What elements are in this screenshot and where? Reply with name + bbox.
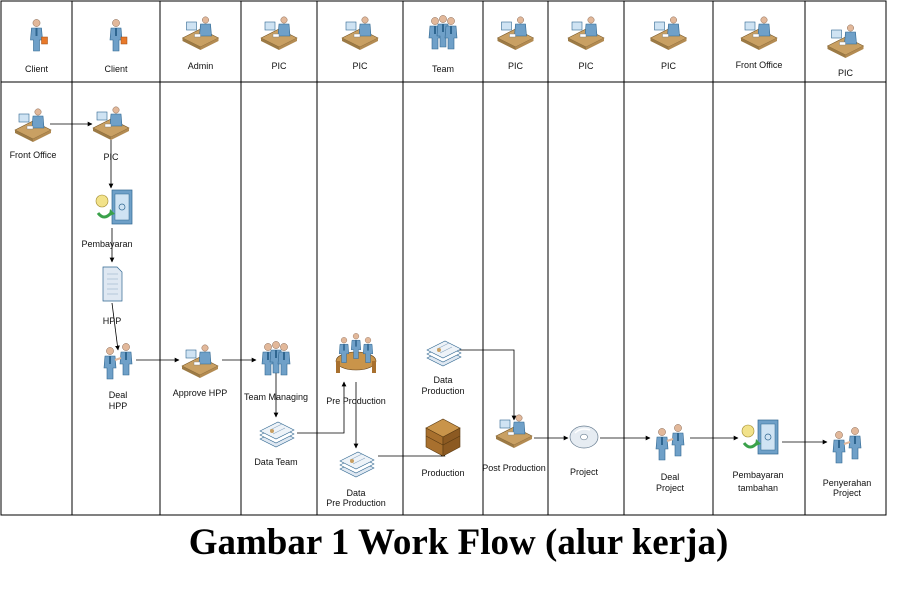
lane-header-team: Team: [429, 15, 457, 74]
pic-desk-icon: [92, 106, 130, 141]
admin-desk-icon: [182, 16, 219, 51]
handshake-icon: [833, 427, 861, 463]
node-label: Data Team: [254, 457, 297, 467]
lane-header-pic: PIC: [260, 16, 298, 71]
figure-caption: Gambar 1 Work Flow (alur kerja): [188, 522, 729, 563]
node-pembayaran-tambahan: Pembayaran tambahan: [732, 418, 784, 493]
payment-safe-icon: [94, 188, 134, 226]
document-icon: [102, 266, 123, 302]
lane-label: PIC: [352, 61, 368, 71]
lane-header-pic: PIC: [567, 16, 605, 71]
node-label: Post Production: [482, 463, 546, 473]
handshake-icon: [656, 424, 684, 460]
lane-header-pic: PIC: [650, 16, 687, 71]
flow-arrow: [458, 349, 517, 421]
node-label: Project: [570, 467, 599, 477]
client-person-icon: [110, 19, 127, 51]
node-label: Deal: [661, 472, 680, 482]
node-front-office: Front Office: [10, 108, 57, 160]
pic-desk-icon: [650, 16, 687, 51]
node-label: tambahan: [738, 483, 778, 493]
node-data-team: Data Team: [254, 421, 298, 467]
flow-arrow: [378, 451, 446, 457]
lane-header-client: Client: [104, 19, 128, 74]
node-pre-production: Pre Production: [326, 333, 386, 406]
document-stack-icon: [259, 421, 295, 448]
node-label: Deal: [109, 390, 128, 400]
node-label: Approve HPP: [173, 388, 228, 398]
lane-header-client: Client: [25, 19, 49, 74]
node-label: Project: [833, 488, 862, 498]
lane-label: PIC: [271, 61, 287, 71]
pic-desk-icon: [827, 24, 864, 59]
node-label: Pembayaran: [732, 470, 783, 480]
node-project: Project: [569, 425, 599, 477]
node-pembayaran: Pembayaran: [81, 188, 134, 249]
lane-label: Admin: [188, 61, 214, 71]
lane-label: Front Office: [736, 60, 783, 70]
node-post-production: Post Production: [482, 414, 546, 473]
front-office-desk-icon: [14, 108, 52, 143]
flow-arrows: [50, 121, 828, 457]
lane-label: PIC: [508, 61, 524, 71]
node-production: Production: [421, 418, 465, 478]
flow-arrow: [111, 302, 120, 351]
lane-label: Team: [432, 64, 454, 74]
diagram-frame: [0, 0, 887, 516]
box-crate-icon: [425, 418, 461, 457]
lane-label: Client: [104, 64, 128, 74]
node-label: Data: [433, 375, 452, 385]
lane-header-pic: PIC: [827, 24, 864, 78]
lane-label: PIC: [661, 61, 677, 71]
pic-desk-icon: [341, 16, 379, 51]
document-stack-icon: [339, 451, 375, 478]
pic-desk-icon: [497, 16, 534, 51]
pic-desk-icon: [260, 16, 298, 51]
node-pic: PIC: [92, 106, 130, 162]
node-label: Pre Production: [326, 396, 386, 406]
admin-desk-icon: [181, 344, 219, 379]
node-label: Pre Production: [326, 498, 386, 508]
document-stack-icon: [426, 340, 462, 367]
node-label: Production: [421, 468, 464, 478]
lane-label: Client: [25, 64, 49, 74]
node-label: Penyerahan: [823, 478, 872, 488]
lane-header-pic: PIC: [341, 16, 379, 71]
lane-header-pic: PIC: [497, 16, 534, 71]
node-approve-hpp: Approve HPP: [173, 344, 228, 398]
node-label: Pembayaran: [81, 239, 132, 249]
swimlanes: [0, 0, 887, 516]
node-label: HPP: [109, 401, 128, 411]
front-office-desk-icon: [740, 16, 778, 51]
node-label: Data: [346, 488, 365, 498]
disc-icon: [569, 425, 599, 449]
team-group-icon: [262, 341, 290, 375]
payment-safe-icon: [740, 418, 780, 456]
node-team-managing: Team Managing: [244, 341, 308, 402]
client-person-icon: [31, 19, 48, 51]
node-label: Team Managing: [244, 392, 308, 402]
lane-header-front-office: Front Office: [736, 16, 783, 70]
node-label: HPP: [103, 316, 122, 326]
pic-desk-icon: [567, 16, 605, 51]
lane-label: PIC: [578, 61, 594, 71]
node-label: Production: [421, 386, 464, 396]
node-label: Front Office: [10, 150, 57, 160]
flow-arrow: [297, 381, 347, 434]
lane-label: PIC: [838, 68, 854, 78]
node-hpp: HPP: [102, 266, 123, 326]
node-label: Project: [656, 483, 685, 493]
lane-header-admin: Admin: [182, 16, 219, 71]
meeting-table-icon: [336, 333, 376, 373]
team-group-icon: [429, 15, 457, 49]
node-label: PIC: [103, 152, 119, 162]
